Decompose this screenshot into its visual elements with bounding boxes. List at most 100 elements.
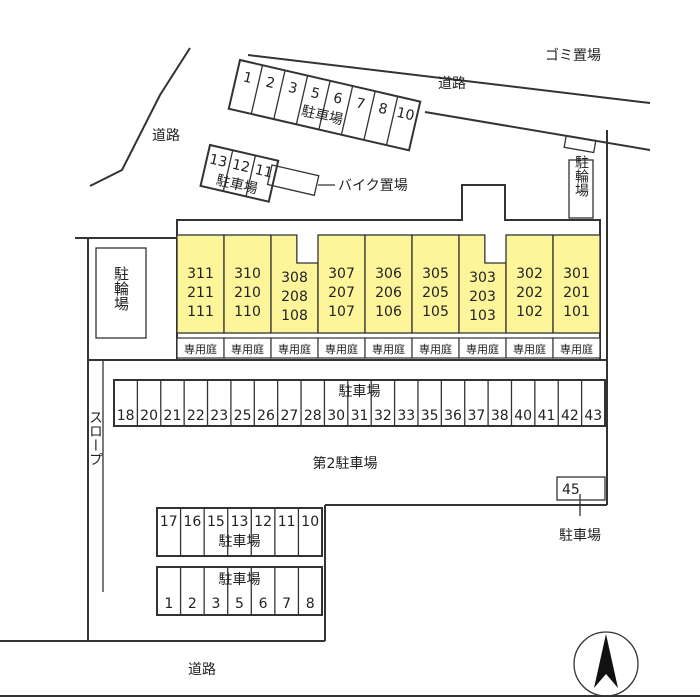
road-top: 道路 <box>247 54 651 151</box>
parking-slot-small-12: 12 <box>230 157 251 177</box>
parking-slot-row-30: 30 <box>327 408 345 424</box>
unit-306: 306 206 106 専用庭 <box>364 234 413 359</box>
parking-slot-top-6: 6 <box>332 90 344 108</box>
parking-slot-bot-5: 5 <box>235 596 244 612</box>
parking-slot-row-27: 27 <box>280 408 298 424</box>
parking-slot-row-25: 25 <box>234 408 252 424</box>
parking-45: 45 駐車場 <box>556 476 606 544</box>
room-311: 311 <box>187 266 214 282</box>
private-garden-label: 専用庭 <box>513 342 546 356</box>
parking-slot-mid-16: 16 <box>183 514 201 530</box>
parking-slot-mid-13: 13 <box>231 514 249 530</box>
parking-slot-top-1: 1 <box>242 69 254 87</box>
room-106: 106 <box>375 304 402 320</box>
parking-slot-row-43: 43 <box>584 408 602 424</box>
parking-slot-mid-11: 11 <box>278 514 296 530</box>
room-101: 101 <box>563 304 590 320</box>
room-108: 108 <box>281 308 308 324</box>
room-211: 211 <box>187 285 214 301</box>
parking-label-bot: 駐車場 <box>219 571 261 588</box>
room-201: 201 <box>563 285 590 301</box>
parking-45-label: 駐車場 <box>559 527 601 544</box>
room-207: 207 <box>328 285 355 301</box>
parking-slot-row-38: 38 <box>491 408 509 424</box>
room-306: 306 <box>375 266 402 282</box>
bicycle-parking-left: 駐輪場 <box>95 247 147 339</box>
room-202: 202 <box>516 285 543 301</box>
room-110: 110 <box>234 304 261 320</box>
parking-slot-row-22: 22 <box>187 408 205 424</box>
room-208: 208 <box>281 289 308 305</box>
room-107: 107 <box>328 304 355 320</box>
motorbike-parking-label: バイク置場 <box>338 178 408 194</box>
parking-slot-top-8: 8 <box>377 101 389 119</box>
parking-slot-mid-15: 15 <box>207 514 225 530</box>
room-302: 302 <box>516 266 543 282</box>
parking-slot-top-2: 2 <box>264 75 276 93</box>
private-garden-label: 専用庭 <box>231 342 264 356</box>
parking-slot-row-26: 26 <box>257 408 275 424</box>
parking-slot-row-18: 18 <box>117 408 135 424</box>
bicycle-parking-right: 駐輪場 <box>568 155 594 219</box>
private-garden-label: 専用庭 <box>419 342 452 356</box>
garbage-label: ゴミ置場 <box>545 47 601 64</box>
parking-label-mid: 駐車場 <box>219 533 261 550</box>
room-301: 301 <box>563 266 590 282</box>
second-parking-label: 第2駐車場 <box>313 455 378 472</box>
unit-301: 301 201 101 専用庭 <box>552 234 601 359</box>
road-bottom-label: 道路 <box>188 662 216 678</box>
parking-slot-bot-3: 3 <box>211 596 220 612</box>
bicycle-left-label: 駐輪場 <box>112 266 130 311</box>
parking-slot-top-10: 10 <box>395 105 416 125</box>
room-307: 307 <box>328 266 355 282</box>
room-203: 203 <box>469 289 496 305</box>
parking-slot-top-3: 3 <box>287 80 299 98</box>
private-garden-label: 専用庭 <box>560 342 593 356</box>
parking-slot-mid-17: 17 <box>160 514 178 530</box>
parking-slot-bot-7: 7 <box>282 596 291 612</box>
bicycle-right-label: 駐輪場 <box>573 155 589 197</box>
parking-slot-row-42: 42 <box>561 408 579 424</box>
road-left-label: 道路 <box>152 128 180 144</box>
road-top-label: 道路 <box>438 76 466 92</box>
room-105: 105 <box>422 304 449 320</box>
road-bottom: 道路 <box>0 640 700 697</box>
parking-label-row: 駐車場 <box>339 383 381 400</box>
parking-slot-45: 45 <box>562 482 580 498</box>
parking-slot-bot-8: 8 <box>306 596 315 612</box>
room-111: 111 <box>187 304 214 320</box>
north-arrow-icon <box>573 631 639 697</box>
room-206: 206 <box>375 285 402 301</box>
private-garden-label: 専用庭 <box>466 342 499 356</box>
room-210: 210 <box>234 285 261 301</box>
room-103: 103 <box>469 308 496 324</box>
private-garden-label: 専用庭 <box>325 342 358 356</box>
room-308: 308 <box>281 270 308 286</box>
room-305: 305 <box>422 266 449 282</box>
slope-label: スロープ <box>87 410 103 466</box>
parking-slot-row-28: 28 <box>304 408 322 424</box>
parking-slot-top-5: 5 <box>309 85 321 103</box>
parking-slot-mid-10: 10 <box>301 514 319 530</box>
parking-slot-row-33: 33 <box>397 408 415 424</box>
parking-mid: 17 16 15 13 12 11 10 駐車場 <box>156 507 323 557</box>
garbage-area: ゴミ置場 <box>545 47 601 154</box>
parking-slot-row-31: 31 <box>351 408 369 424</box>
road-left: 道路 <box>89 47 191 187</box>
parking-slot-bot-1: 1 <box>164 596 173 612</box>
private-garden-label: 専用庭 <box>372 342 405 356</box>
parking-slot-mid-12: 12 <box>254 514 272 530</box>
motorbike-parking: バイク置場 <box>266 164 408 197</box>
parking-slot-small-13: 13 <box>208 151 229 171</box>
